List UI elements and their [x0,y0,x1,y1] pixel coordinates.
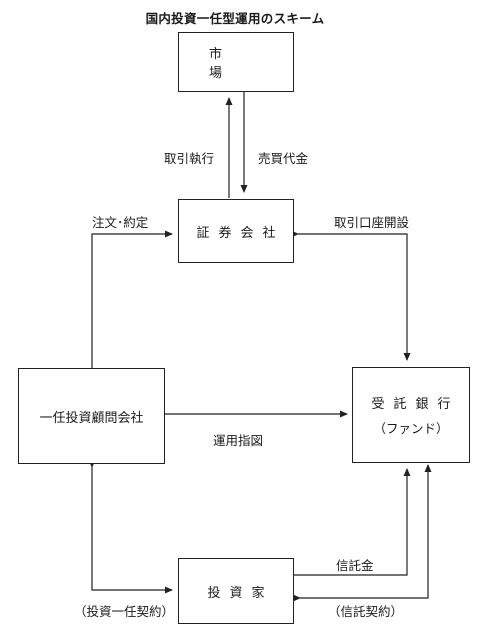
advisor-label: 一任投資顧問会社 [39,410,144,426]
securities-box: 証券会社 [178,199,294,263]
diagram-title: 国内投資一任型運用のスキーム [145,11,325,26]
edge-label-order: 注文･約定 [92,215,149,230]
edge-label-instruction: 運用指図 [213,433,264,448]
arrow-discretionary-contract [88,460,173,594]
edge-label-discretionary-contract: （投資一任契約） [74,604,175,619]
edge-label-trust-money: 信託金 [336,558,374,573]
edge-label-execution: 取引執行 [164,151,215,166]
edge-label-account: 取引口座開設 [334,215,410,230]
market-label: 市 場 [209,47,253,81]
trust-bank-box: 受託銀行 （ファンド） [352,367,470,463]
edge-label-settlement: 売買代金 [258,151,309,166]
trust-bank-sublabel: （ファンド） [373,421,449,436]
securities-label: 証券会社 [196,225,285,241]
edge-label-trust-contract: （信託契約） [328,604,404,619]
investor-label: 投資家 [207,585,274,601]
trust-bank-label: 受託銀行 [371,397,460,412]
arrow-account [291,230,411,361]
advisor-box: 一任投資顧問会社 [18,368,165,464]
market-box: 市 場 [178,32,294,92]
arrow-order [91,230,173,368]
arrow-trust-contract [293,464,432,602]
investor-box: 投資家 [178,558,294,624]
